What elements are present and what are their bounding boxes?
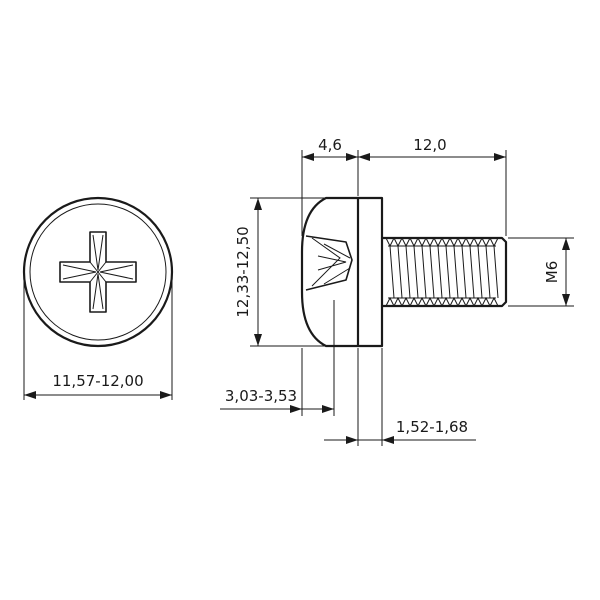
- head-thickness-label: 3,03-3,53: [225, 387, 297, 405]
- washer-thickness-dimension: 1,52-1,68: [324, 348, 476, 446]
- head-recess-section: [305, 235, 353, 291]
- head-height-label: 4,6: [318, 136, 342, 154]
- head-inner-circle: [29, 203, 167, 341]
- pan-head-profile: [300, 196, 360, 348]
- overall-height-label: 12,33-12,50: [234, 226, 252, 317]
- head-top-view: [22, 196, 174, 348]
- head-height-dimension: 4,6: [301, 136, 359, 236]
- overall-height-dimension: 12,33-12,50: [234, 197, 356, 347]
- washer: [356, 196, 384, 348]
- thread-length-dimension: 12,0: [358, 136, 507, 236]
- thread-size-label: M6: [543, 261, 561, 284]
- phillips-recess-icon: [59, 231, 137, 313]
- screw-side-view: [300, 196, 508, 348]
- thread-length-label: 12,0: [413, 136, 446, 154]
- thread-shank: [380, 236, 508, 308]
- head-thickness-dimension: 3,03-3,53: [220, 300, 335, 416]
- thread-size-dimension: M6: [508, 237, 574, 307]
- head-diameter-dimension: 11,57-12,00: [23, 272, 173, 400]
- washer-thickness-label: 1,52-1,68: [396, 418, 468, 436]
- head-diameter-label: 11,57-12,00: [52, 372, 143, 390]
